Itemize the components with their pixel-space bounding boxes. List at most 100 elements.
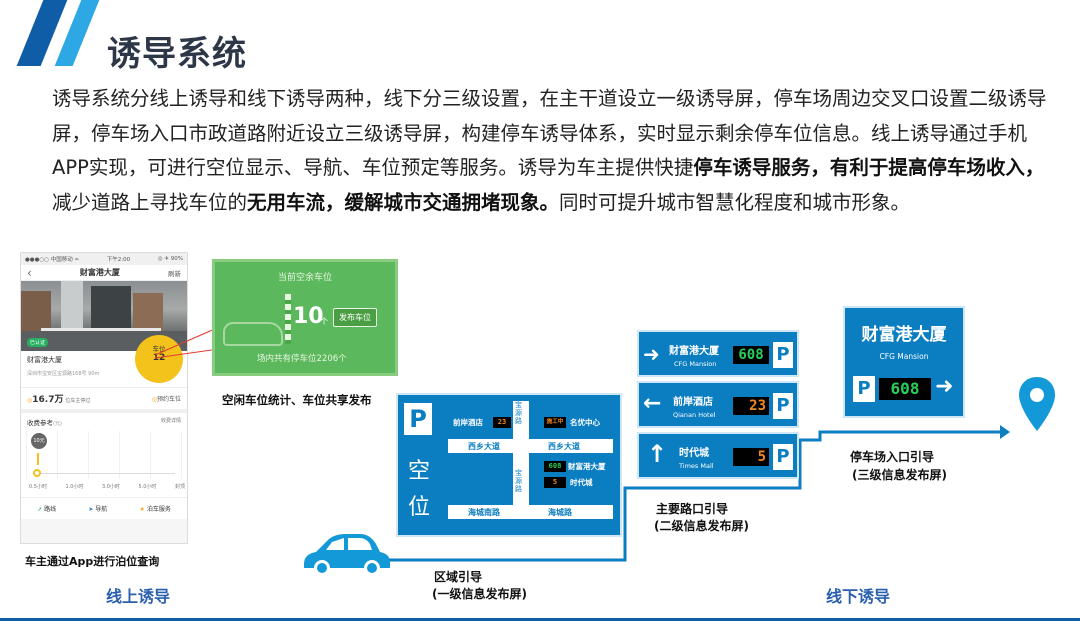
paragraph-text-1: 诱导系统分线上诱导和线下诱导两种，线下分三级设置，在主干道设立一级诱导屏，停车场… — [52, 87, 1047, 179]
dest-count: 5 — [733, 448, 769, 466]
fee-rule-link[interactable]: 收费详情 — [160, 418, 181, 424]
bottom-divider — [0, 618, 1080, 621]
arrow-left-icon: ← — [643, 391, 662, 416]
verified-badge: 已认证 — [27, 338, 49, 347]
hotel-count: 23 — [493, 417, 511, 428]
online-guidance-label: 线上诱导 — [106, 587, 171, 606]
carrier-text: ●●●○○ 中国移动 ≈ — [25, 257, 80, 263]
level2-row: ➜ 财富港大厦 CFG Mansion 608 P — [637, 330, 799, 377]
dest-en: CFG Mansion — [674, 360, 717, 368]
paragraph-bold-1: 停车诱导服务，有利于提高停车场收入， — [693, 156, 1045, 179]
fee-slider-handle[interactable] — [33, 469, 41, 477]
refresh-button[interactable]: 刷新 — [168, 269, 181, 278]
green-footer: 场内共有停车位2206个 — [257, 354, 347, 364]
center-name: 名优中心 — [570, 418, 600, 427]
green-app-panel: 当前空余车位 10 个 发布车位 场内共有停车位2206个 — [212, 259, 398, 376]
page-title: 诱导系统 — [107, 34, 247, 74]
fee-bubble: 10元 — [31, 433, 47, 449]
level2-row: ↑ 时代城 Times Mall 5 P — [637, 432, 799, 479]
spots-count: 10 — [293, 304, 324, 329]
tick-label: 封顶 — [174, 484, 185, 490]
level2-row: ← 前岸酒店 Qianan Hotel 23 P — [637, 381, 799, 428]
vacancy-char: 空 — [408, 459, 431, 484]
fee-ticks: 0.5小时 1.0小时 3.0小时 5.0小时 封顶 — [29, 483, 185, 490]
parking-p-icon: P — [853, 376, 875, 402]
road-line — [360, 430, 1000, 562]
level2-sublabel: (二级信息发布屏) — [654, 519, 749, 533]
available-spots-badge: 车位 12 — [135, 335, 183, 383]
cfg-count: 608 — [544, 461, 566, 472]
road-horizontal-2 — [448, 505, 613, 519]
level3-count: 608 — [879, 378, 931, 400]
phone-bottom-nav: ➚ 路线 ➤ 导航 ★ 泊车服务 — [21, 497, 187, 519]
road-v-label-2: 宝源路 — [515, 469, 522, 493]
dest-count: 608 — [733, 346, 769, 364]
navigate-button[interactable]: ➤ 导航 — [88, 506, 108, 513]
level3-sublabel: (三级信息发布屏) — [852, 468, 947, 482]
dest-cn: 前岸酒店 — [673, 397, 713, 408]
level1-label: 区域引导 — [434, 570, 483, 584]
fee-label: 收费参考 — [27, 419, 53, 427]
vacancy-char: 位 — [408, 495, 431, 520]
caption-phone: 车主通过App进行泊位查询 — [25, 555, 160, 568]
dest-count: 23 — [733, 397, 769, 415]
star-icon: ★ — [139, 506, 145, 513]
phone-title: 财富港大厦 — [79, 268, 120, 277]
stat-value: 16.7万 — [32, 395, 64, 405]
parking-p-icon: P — [773, 342, 793, 368]
level3-sign: 财富港大厦 CFG Mansion P 608 ➜ — [843, 306, 965, 418]
location-pin-icon — [1019, 377, 1055, 431]
reserve-button[interactable]: ◎预约车位 — [151, 396, 181, 403]
fee-slider-track[interactable] — [37, 453, 39, 465]
time-text: 下午2:00 — [106, 257, 131, 263]
arrow-right-icon: ➜ — [935, 374, 954, 399]
stat-label: 位车主停过 — [65, 398, 91, 404]
parking-p-icon: P — [404, 403, 432, 435]
back-icon[interactable]: ‹ — [27, 265, 32, 280]
publish-spot-button[interactable]: 发布车位 — [333, 308, 377, 327]
level3-en: CFG Mansion — [879, 352, 929, 361]
intro-paragraph: 诱导系统分线上诱导和线下诱导两种，线下分三级设置，在主干道设立一级诱导屏，停车场… — [52, 82, 1052, 220]
fee-unit: (元) — [53, 421, 62, 427]
hotel-name: 前岸酒店 — [453, 418, 483, 427]
level2-sign: ➜ 财富港大厦 CFG Mansion 608 P ← 前岸酒店 Qianan … — [637, 330, 799, 480]
level1-sign: P 空 位 宝源路 宝源路 西乡大道 西乡大道 海城南路 海城路 前岸酒店 23… — [396, 393, 622, 537]
dest-cn: 时代城 — [679, 448, 709, 459]
tick-label: 5.0小时 — [138, 484, 157, 490]
times-name: 时代城 — [570, 478, 593, 487]
route-button[interactable]: ➚ 路线 — [37, 506, 57, 513]
road-bottom-left: 海城南路 — [468, 508, 500, 517]
arrow-up-icon: ↑ — [647, 440, 668, 468]
parking-p-icon: P — [773, 393, 793, 419]
level2-label: 主要路口引导 — [656, 502, 729, 516]
road-v-label: 宝源路 — [515, 401, 522, 425]
navigate-icon: ➤ — [88, 506, 94, 513]
tick-label: 0.5小时 — [29, 484, 47, 490]
barrier-gate-icon — [285, 294, 291, 344]
road-bottom-right: 海城路 — [548, 508, 572, 517]
spots-value: 12 — [152, 353, 166, 363]
arrow-head-icon — [1000, 425, 1010, 439]
stats-row: ◎16.7万 位车主停过 ◎预约车位 — [21, 387, 187, 409]
route-icon: ➚ — [37, 506, 43, 513]
center-status: 施工中 — [544, 417, 566, 428]
tick-label: 1.0小时 — [65, 484, 84, 490]
road-horizontal-1 — [448, 439, 613, 453]
valet-button[interactable]: ★ 泊车服务 — [139, 506, 171, 513]
caption-green: 空闲车位统计、车位共享发布 — [222, 393, 372, 407]
dest-cn: 财富港大厦 — [669, 346, 719, 357]
phone-header: ‹ 财富港大厦 刷新 — [21, 265, 187, 281]
level3-label: 停车场入口引导 — [850, 450, 935, 464]
parking-p-icon: P — [773, 444, 793, 470]
reserve-icon: ◎ — [151, 396, 157, 403]
parking-photo: 已认证 — [21, 281, 187, 351]
car-outline-icon — [223, 322, 283, 346]
road-h1-right: 西乡大道 — [548, 442, 580, 451]
level3-cn: 财富港大厦 — [861, 325, 947, 345]
road-h1-left: 西乡大道 — [468, 442, 500, 451]
stat-group: ◎16.7万 位车主停过 — [27, 392, 90, 405]
battery-text: ◎ ✈ 90% — [157, 256, 183, 262]
car-icon — [304, 534, 390, 576]
paragraph-text-3: 同时可提升城市智慧化程度和城市形象。 — [559, 190, 911, 214]
fee-slider-base — [33, 473, 175, 474]
